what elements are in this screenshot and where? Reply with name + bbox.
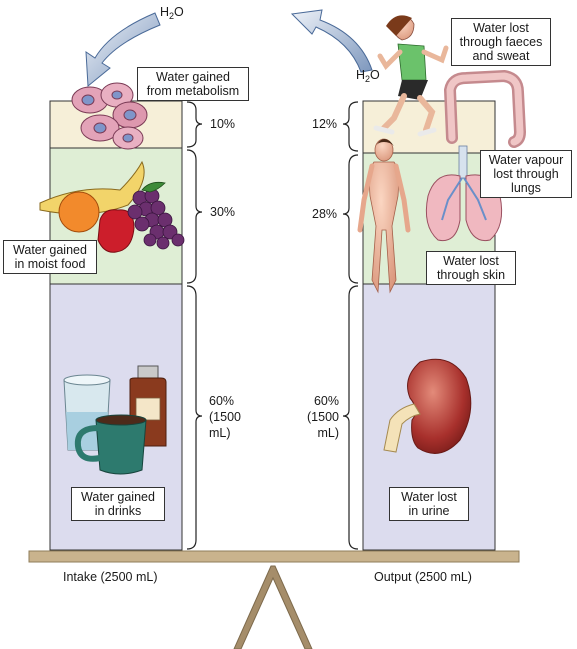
output-lungs-skin-percent: 28% — [312, 207, 338, 221]
runner-icon — [373, 15, 449, 137]
intake-brackets — [186, 101, 203, 550]
output-caption: Output (2500 mL) — [374, 570, 472, 584]
metabolism-cells-icon — [71, 82, 148, 150]
h2o-label-top: H2O — [160, 5, 184, 21]
output-faeces-percent: 12% — [312, 117, 338, 131]
body-icon — [357, 138, 411, 294]
h2o-label-right: H2O — [356, 68, 380, 84]
intake-food-percent: 30% — [210, 205, 236, 219]
arrow-icon — [290, 9, 373, 73]
intake-metabolism-percent: 10% — [210, 117, 236, 131]
arrow-icon — [85, 12, 161, 88]
kidney-icon — [383, 358, 472, 454]
balance-beam — [28, 550, 520, 563]
drinks-icon — [63, 365, 167, 475]
intake-column — [49, 100, 183, 551]
colon-icon — [443, 69, 527, 148]
fruit-icon — [39, 160, 185, 253]
balance-fulcrum-icon — [233, 565, 313, 649]
intake-caption: Intake (2500 mL) — [63, 570, 158, 584]
output-brackets — [342, 101, 359, 550]
